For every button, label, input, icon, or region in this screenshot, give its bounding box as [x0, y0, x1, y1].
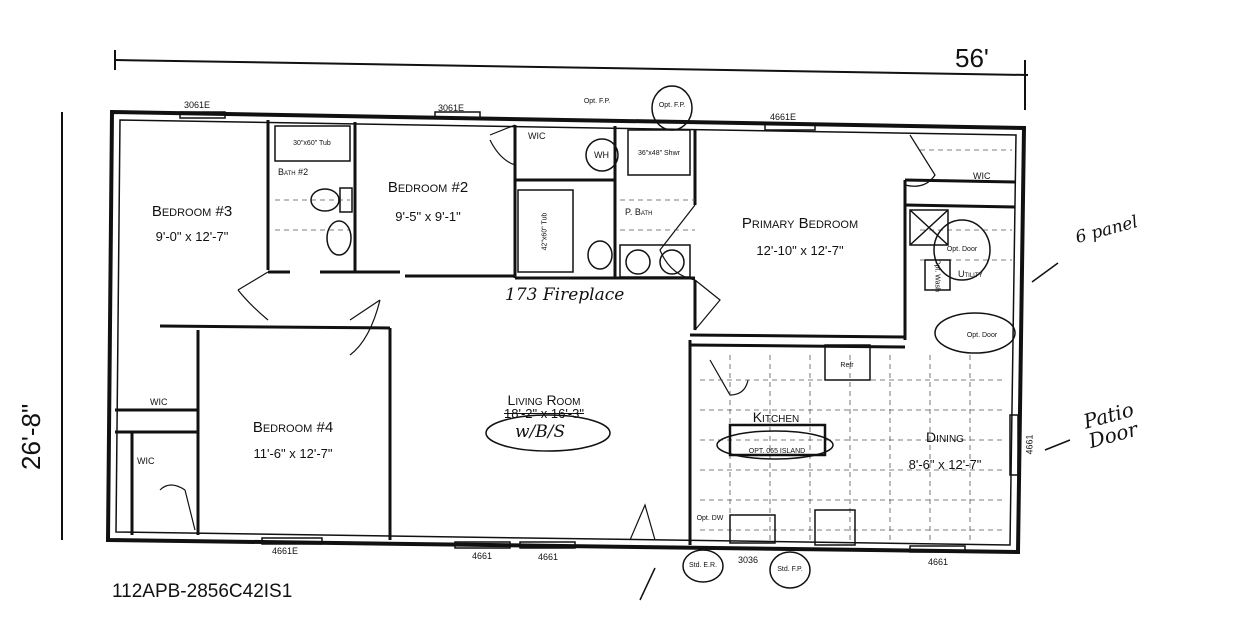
- window-label: 4661: [538, 552, 559, 562]
- dining-label: Dining: [926, 429, 964, 445]
- bedroom2-size: 9'-5" x 9'-1": [395, 209, 461, 224]
- overall-width: 56': [955, 43, 989, 73]
- window-label: 4661: [472, 551, 493, 561]
- water-heater-label: WH: [594, 150, 609, 160]
- model-number: 112APB-2856C42IS1: [112, 581, 293, 602]
- handwritten-fireplace-note: 173 Fireplace: [505, 285, 625, 305]
- living-room-label: Living Room: [507, 392, 581, 408]
- island-label: OPT. 065 ISLAND: [748, 448, 806, 455]
- interior-walls: [115, 120, 1016, 545]
- window-label: 4661: [1024, 434, 1035, 455]
- opt-door-label-2: Opt. Door: [966, 332, 998, 339]
- handwritten-living-note: w/B/S: [515, 422, 566, 442]
- window-label: 4661E: [272, 546, 299, 556]
- kitchen-label: Kitchen: [752, 409, 800, 425]
- handwritten-marks: [485, 85, 1071, 601]
- window-label: 4661E: [770, 112, 797, 122]
- primary-bedroom-size: 12'-10" x 12'-7": [756, 243, 844, 258]
- door-swings: [159, 124, 936, 541]
- dishwasher-label: Opt. DW: [696, 515, 724, 522]
- living-room-size: 18'-2" x 16'-3": [504, 406, 584, 421]
- opt-door-label-1: Opt. Door: [946, 246, 978, 253]
- wic-left1-label: WIC: [150, 397, 168, 407]
- window-label: 3061E: [184, 100, 211, 110]
- opt-wash-label: Opt. Wash: [933, 259, 941, 292]
- bath2-tub: 30"x60" Tub: [293, 140, 331, 147]
- overall-depth: 26'-8": [16, 403, 46, 470]
- fixtures: [179, 111, 1019, 553]
- width-dimension-line: [114, 59, 1029, 76]
- opt-fp-label-1: Opt. F.P.: [583, 98, 611, 105]
- primary-bedroom-label: Primary Bedroom: [741, 215, 859, 232]
- pbath-label: P. Bath: [625, 207, 653, 217]
- bath2-label: Bath #2: [278, 167, 309, 177]
- opt-fp-label-2: Opt. F.P.: [658, 102, 686, 109]
- bedroom2-label: Bedroom #2: [387, 179, 469, 196]
- window-label: 3061E: [438, 103, 465, 113]
- utility-label: Utility: [958, 269, 983, 279]
- std-fp-label: Std. F.P.: [777, 566, 803, 573]
- wic-left2-label: WIC: [137, 456, 155, 466]
- wic-primary-label: WIC: [973, 171, 991, 181]
- window-label: 4661: [928, 557, 949, 567]
- pbath-tub: 42"x60" Tub: [541, 212, 549, 251]
- dining-size: 8'-6" x 12'-7": [908, 457, 982, 472]
- bedroom4-label: Bedroom #4: [252, 419, 334, 436]
- refrigerator-label: Refr: [840, 362, 854, 369]
- window-label: 3036: [738, 555, 759, 565]
- exterior-wall: [105, 109, 1027, 555]
- bedroom4-size: 11'-6" x 12'-7": [253, 446, 333, 461]
- bedroom3-size: 9'-0" x 12'-7": [155, 229, 229, 244]
- bedroom3-label: Bedroom #3: [151, 203, 233, 220]
- std-er-label: Std. E.R.: [688, 562, 718, 569]
- wic-top-label: WIC: [528, 131, 546, 141]
- shower-label: 36"x48" Shwr: [638, 150, 680, 157]
